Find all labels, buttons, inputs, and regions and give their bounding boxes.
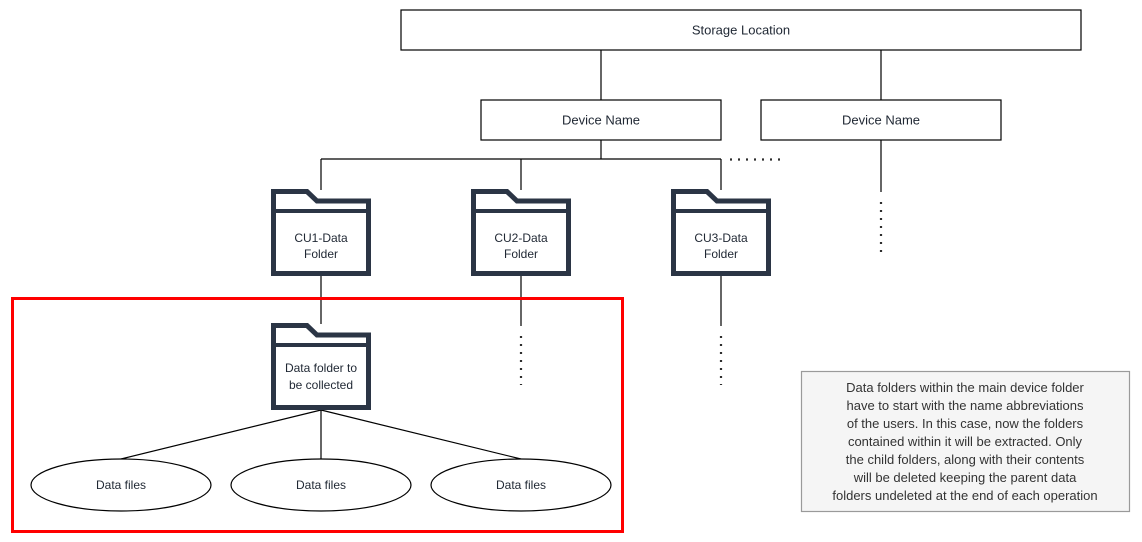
note-box-rect	[800, 370, 1131, 513]
device-name-2-box[interactable]	[760, 99, 1002, 141]
note-line-7: folders undeleted at the end of each ope…	[832, 488, 1097, 503]
device-name-1-box[interactable]	[480, 99, 722, 141]
storage-location-box[interactable]	[400, 9, 1082, 51]
storage-location-label: Storage Location	[692, 22, 790, 37]
node-device-name-2[interactable]: Device Name	[760, 99, 1002, 141]
note-line-2: have to start with the name abbreviation…	[846, 398, 1084, 413]
node-folder-collected[interactable]: Data folder to be collected	[271, 323, 371, 410]
node-data-files-3[interactable]: Data files	[430, 458, 612, 512]
connector-collected-to-file-1	[120, 409, 322, 460]
data-files-2-ellipse[interactable]	[230, 458, 412, 512]
node-folder-cu2[interactable]: CU2-Data Folder	[471, 189, 571, 276]
note-line-4: contained within it will be extracted. O…	[848, 434, 1083, 449]
node-device-name-1[interactable]: Device Name	[480, 99, 722, 141]
data-files-3-ellipse[interactable]	[430, 458, 612, 512]
note-line-6: will be deleted keeping the parent data	[853, 470, 1077, 485]
device-name-2-label: Device Name	[842, 112, 920, 127]
folder-cu2-label-line1: CU2-Data	[494, 231, 548, 245]
node-folder-cu1[interactable]: CU1-Data Folder	[271, 189, 371, 276]
node-storage-location[interactable]: Storage Location	[400, 9, 1082, 51]
folder-cu2-label-line2: Folder	[504, 247, 538, 261]
device-name-1-label: Device Name	[562, 112, 640, 127]
folder-cu1-label-line1: CU1-Data	[294, 231, 348, 245]
connector-collected-to-file-3	[320, 409, 522, 460]
data-files-1-label: Data files	[96, 478, 146, 492]
data-files-1-ellipse[interactable]	[30, 458, 212, 512]
node-data-files-1[interactable]: Data files	[30, 458, 212, 512]
note-line-1: Data folders within the main device fold…	[846, 380, 1084, 395]
data-files-2-label: Data files	[296, 478, 346, 492]
highlight-region-collected-scope	[11, 297, 624, 533]
connector-group	[120, 50, 883, 460]
folder-cu3-label-line2: Folder	[704, 247, 738, 261]
folder-collected-label-line2: be collected	[289, 378, 353, 392]
node-data-files-2[interactable]: Data files	[230, 458, 412, 512]
node-folder-cu3[interactable]: CU3-Data Folder	[671, 189, 771, 276]
note-box: Data folders within the main device fold…	[800, 370, 1131, 513]
folder-cu3-label-line1: CU3-Data	[694, 231, 748, 245]
data-files-3-label: Data files	[496, 478, 546, 492]
folder-collected-label-line1: Data folder to	[285, 361, 357, 375]
note-line-3: of the users. In this case, now the fold…	[847, 416, 1084, 431]
folder-cu1-label-line2: Folder	[304, 247, 338, 261]
note-line-5: the child folders, along with their cont…	[846, 452, 1085, 467]
